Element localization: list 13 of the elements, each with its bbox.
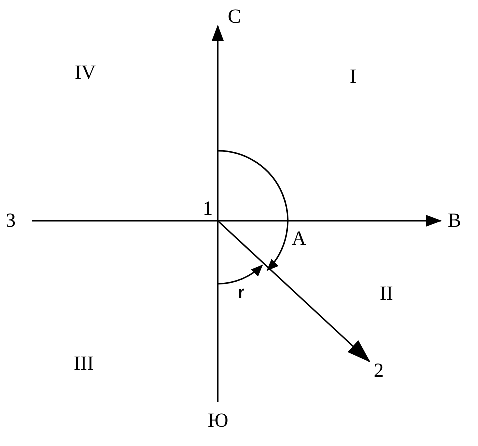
direction-label: С: [228, 6, 242, 28]
direction-label: З: [6, 210, 16, 232]
quadrant-number: I: [350, 66, 357, 88]
angle-label: A: [292, 228, 306, 250]
arrow: [217, 220, 371, 363]
direction-label: В: [448, 210, 462, 232]
angle-label: r: [238, 282, 245, 304]
direction-label: Ю: [208, 410, 229, 432]
point-label: 2: [372, 360, 386, 382]
quadrant-number: IV: [75, 62, 96, 84]
quadrant-number: III: [74, 353, 94, 375]
quadrant-number: II: [380, 283, 394, 305]
point-label: 1: [200, 198, 216, 220]
